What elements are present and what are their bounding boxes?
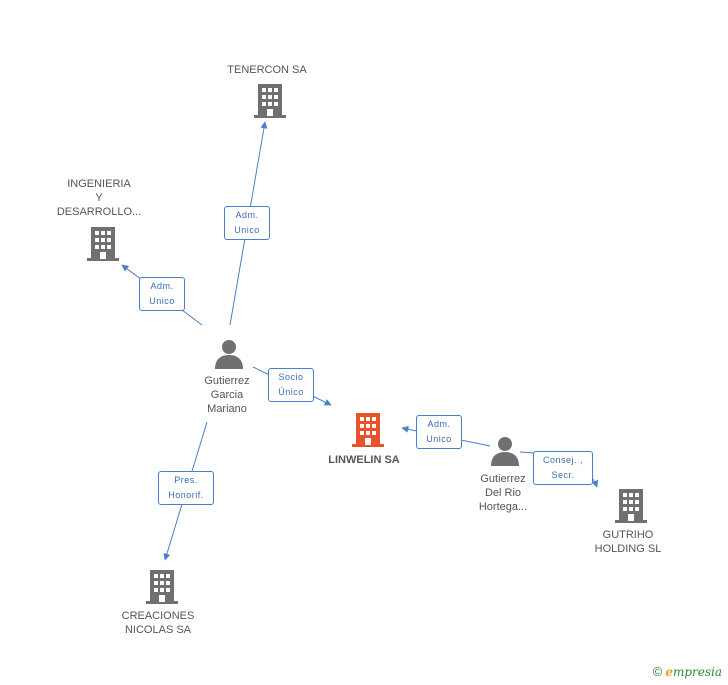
edge-label-to-tenercon[interactable]: Adm. Unico (224, 206, 270, 240)
edge-label-to-linwelin-adm[interactable]: Adm. Unico (416, 415, 462, 449)
edge-label-to-linwelin-socio[interactable]: Socio Único (268, 368, 314, 402)
building-icon[interactable] (254, 84, 286, 118)
building-icon[interactable] (615, 489, 647, 523)
brand-footer[interactable]: ©empresia (653, 664, 722, 679)
copyright-symbol: © (652, 664, 663, 679)
brand-logo-text: mpresia (672, 665, 722, 679)
person-icon[interactable] (215, 340, 243, 369)
brand-logo-initial: e (665, 665, 673, 679)
node-label-linwelin[interactable]: LINWELIN SA (328, 454, 400, 466)
building-icon[interactable] (146, 570, 178, 604)
edge-label-to-ingenieria[interactable]: Adm. Unico (139, 277, 185, 311)
building-icon[interactable] (352, 413, 384, 447)
node-label-creaciones[interactable]: CREACIONES NICOLAS SA (121, 610, 195, 636)
node-label-tenercon[interactable]: TENERCON SA (227, 64, 307, 76)
edge-label-to-gutriho[interactable]: Consej. , Secr. (533, 451, 593, 485)
person-icon[interactable] (491, 437, 519, 466)
building-icon[interactable] (87, 227, 119, 261)
node-label-gutierrez-garcia[interactable]: Gutierrez Garcia Mariano (204, 375, 250, 415)
node-label-gutierrez-delrio[interactable]: Gutierrez Del Rio Hortega... (478, 473, 528, 513)
edge-label-to-creaciones[interactable]: Pres. Honorif. (158, 471, 214, 505)
node-label-gutriho[interactable]: GUTRIHO HOLDING SL (594, 529, 662, 555)
node-label-ingenieria[interactable]: INGENIERIA Y DESARROLLO... (56, 178, 142, 218)
